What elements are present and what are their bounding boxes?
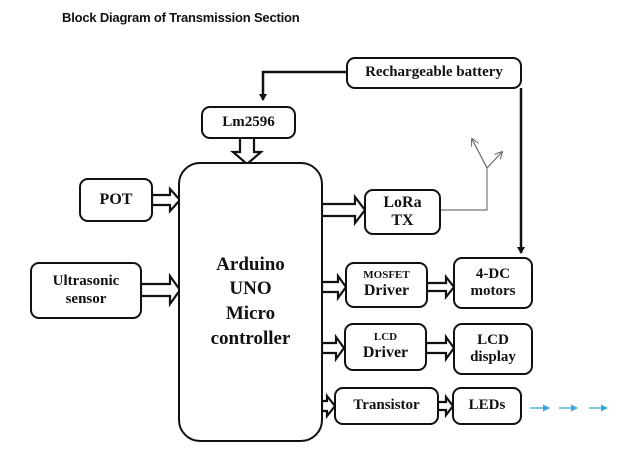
mcu-label-line4: controller (210, 327, 291, 349)
transistor-block: Transistor (334, 387, 439, 425)
leds-label: LEDs (468, 397, 506, 414)
mcu-to-lcd-driver-arrow (320, 333, 346, 363)
mcu-label-line2: UNO (229, 278, 272, 300)
lcd-driver-label-line1: LCD (373, 331, 398, 344)
motors-label-line2: motors (470, 283, 516, 299)
antenna-right-arm (486, 152, 502, 169)
lcd-driver-to-display-arrow (424, 333, 456, 363)
lcd-driver-block: LCD Driver (344, 323, 427, 371)
pot-to-mcu-arrow (150, 186, 182, 214)
motors-block: 4-DC motors (453, 257, 533, 309)
lcd-display-label-line2: display (470, 349, 516, 365)
mcu-label-line1: Arduino (216, 253, 285, 275)
ultrasonic-block: Ultrasonic sensor (30, 262, 142, 319)
mosfet-to-motors-arrow (425, 273, 456, 301)
mcu-block: Arduino UNO Micro controller (178, 162, 323, 442)
lcd-display-block: LCD display (453, 323, 533, 375)
mcu-label-line3: Micro (225, 303, 276, 324)
lcd-display-label-line1: LCD (477, 331, 509, 348)
mosfet-driver-block: MOSFET Driver (345, 262, 428, 308)
battery-to-regulator-line (259, 70, 347, 101)
mosfet-label-line1: MOSFET (363, 269, 410, 282)
ultrasonic-label-line1: Ultrasonic (52, 273, 120, 290)
lcd-driver-label-line2: Driver (362, 344, 409, 362)
lora-label-line2: TX (391, 212, 414, 229)
lora-block: LoRa TX (364, 189, 441, 235)
pot-block: POT (79, 178, 153, 222)
leds-block: LEDs (452, 387, 522, 425)
lora-label-line1: LoRa (383, 193, 422, 211)
regulator-to-mcu-arrow (230, 135, 264, 166)
antenna-line (440, 168, 488, 211)
diagram-title: Block Diagram of Transmission Section (62, 10, 300, 25)
antenna-left-arm (472, 139, 488, 169)
battery-label: Rechargeable battery (365, 64, 503, 81)
transistor-to-leds-arrow (436, 393, 455, 419)
ultrasonic-to-mcu-arrow (139, 272, 182, 308)
transistor-label: Transistor (353, 397, 420, 414)
regulator-block: Lm2596 (201, 106, 296, 139)
mcu-to-lora-arrow (320, 193, 367, 227)
mcu-to-mosfet-arrow (320, 272, 348, 302)
motors-label-line1: 4-DC (475, 265, 511, 282)
battery-block: Rechargeable battery (346, 57, 522, 89)
ultrasonic-label-line2: sensor (65, 290, 107, 307)
pot-label: POT (99, 190, 133, 208)
regulator-label: Lm2596 (222, 113, 275, 130)
mosfet-label-line2: Driver (363, 282, 410, 300)
